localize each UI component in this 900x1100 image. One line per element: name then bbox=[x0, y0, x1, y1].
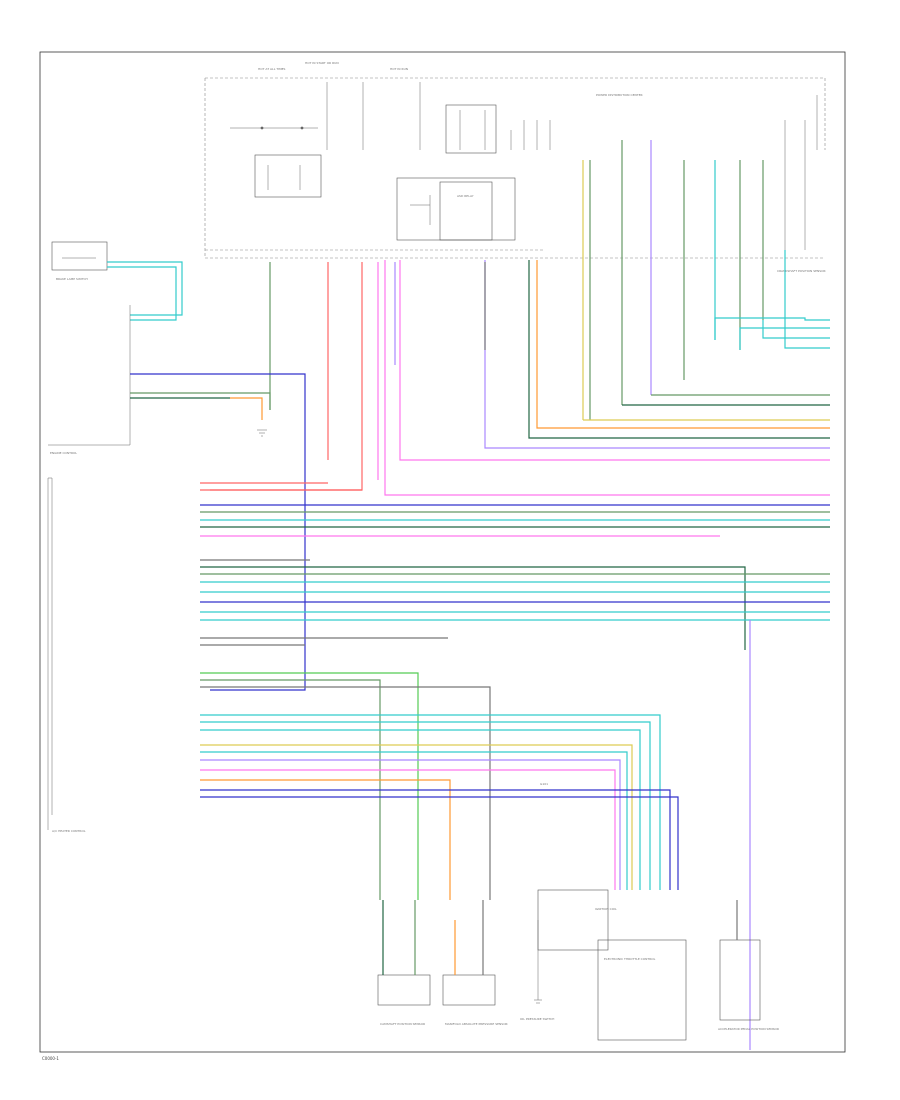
sensor-drops bbox=[382, 900, 738, 975]
right-bundle-upper bbox=[384, 250, 830, 496]
fuse-label-3: HOT IN RUN bbox=[390, 67, 408, 71]
ground-label: G101 bbox=[540, 782, 548, 786]
power-drops bbox=[210, 262, 486, 491]
asd-relay: ASD RELAY bbox=[396, 177, 516, 241]
fuse-label-1: HOT AT ALL TIMES bbox=[258, 67, 286, 71]
pcm-wires-mid bbox=[200, 482, 830, 1050]
page-ref: C0000-1 bbox=[42, 1056, 59, 1061]
left-module-label: ENGINE CONTROL bbox=[50, 451, 77, 455]
splice-label: IGNITION COIL bbox=[595, 907, 617, 911]
throttle-label: ELECTRONIC THROTTLE CONTROL bbox=[604, 957, 656, 961]
accel-pedal-label: ACCELERATOR PEDAL POSITION SENSOR bbox=[718, 1027, 779, 1031]
map-sensor-label: MANIFOLD ABSOLUTE PRESSURE SENSOR bbox=[445, 1022, 508, 1026]
power-dist-outline bbox=[204, 77, 826, 259]
oil-pressure-label: OIL PRESSURE SWITCH bbox=[520, 1017, 554, 1021]
connector-columns bbox=[582, 95, 818, 420]
diagram-frame bbox=[39, 51, 846, 1053]
fuse-block bbox=[230, 82, 551, 198]
left-module: ENGINE CONTROL bbox=[48, 305, 306, 691]
crank-sensor: CRANKSHAFT POSITION SENSOR bbox=[777, 269, 826, 273]
brake-switch: BRAKE LAMP SWITCH bbox=[51, 241, 183, 321]
relay-label: ASD RELAY bbox=[457, 194, 474, 198]
brake-switch-label: BRAKE LAMP SWITCH bbox=[56, 277, 88, 281]
cam-sensor-label: CAMSHAFT POSITION SENSOR bbox=[380, 1022, 425, 1026]
pcm-bottom-label: A/C HEATER CONTROL bbox=[52, 829, 86, 833]
power-dist-title: POWER DISTRIBUTION CENTER bbox=[596, 93, 643, 97]
crank-sensor-label: CRANKSHAFT POSITION SENSOR bbox=[777, 269, 826, 273]
bottom-components: CAMSHAFT POSITION SENSOR MANIFOLD ABSOLU… bbox=[377, 782, 779, 1041]
fuse-label-2: HOT IN START OR RUN bbox=[305, 61, 339, 65]
pcm-block: A/C HEATER CONTROL bbox=[47, 477, 86, 833]
fuse-header: HOT AT ALL TIMES HOT IN START OR RUN HOT… bbox=[258, 61, 643, 97]
pcm-wires-low bbox=[200, 672, 679, 900]
